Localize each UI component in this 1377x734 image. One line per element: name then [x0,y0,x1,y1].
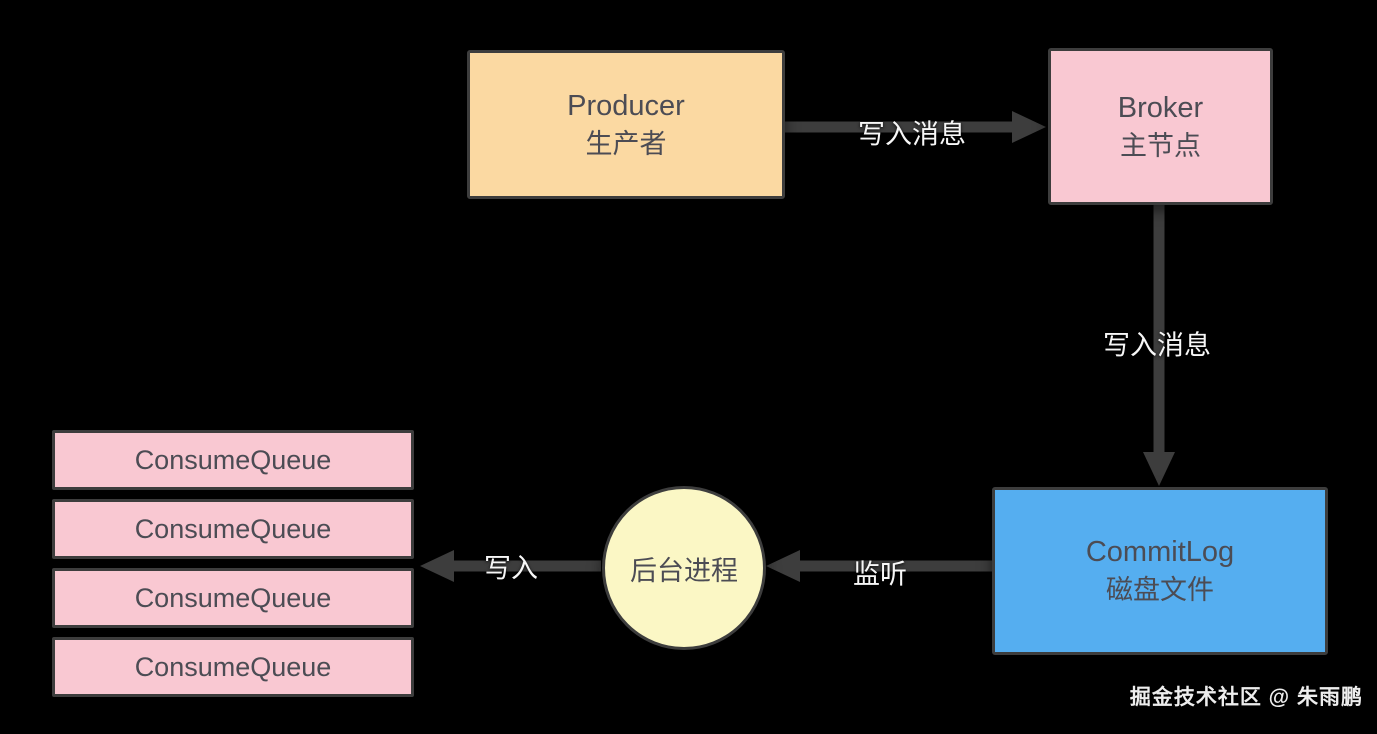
consume-queue-row: ConsumeQueue [52,499,414,559]
consume-queue-row: ConsumeQueue [52,637,414,697]
edge-label-write-message-1: 写入消息 [858,119,966,150]
commitlog-node: CommitLog 磁盘文件 [992,487,1328,655]
arrow-commitlog-to-daemon [766,550,992,582]
commitlog-subtitle: 磁盘文件 [1106,575,1214,606]
edge-label-listen: 监听 [853,559,907,590]
broker-node: Broker 主节点 [1048,48,1273,205]
producer-node: Producer 生产者 [467,50,785,199]
broker-title: Broker [1117,91,1204,124]
consume-queue-label: ConsumeQueue [134,444,332,475]
daemon-process-label: 后台进程 [630,555,738,586]
consume-queue-label: ConsumeQueue [134,582,332,613]
daemon-process-node: 后台进程 [602,486,766,650]
arrow-producer-to-broker [782,111,1046,143]
producer-title: Producer [567,89,685,122]
edge-label-write: 写入 [484,553,538,584]
consume-queue-label: ConsumeQueue [134,651,332,682]
consume-queue-row: ConsumeQueue [52,430,414,490]
consume-queue-label: ConsumeQueue [134,513,332,544]
watermark-text: 掘金技术社区 @ 朱雨鹏 [1129,686,1363,709]
commitlog-title: CommitLog [1085,536,1235,569]
consume-queue-stack: ConsumeQueue ConsumeQueue ConsumeQueue C… [52,430,414,697]
consume-queue-row: ConsumeQueue [52,568,414,628]
arrow-daemon-to-queues [420,550,601,582]
arrow-broker-to-commitlog [1143,202,1175,486]
edge-label-write-message-2: 写入消息 [1103,330,1211,361]
broker-subtitle: 主节点 [1120,130,1201,161]
producer-subtitle: 生产者 [585,128,667,159]
